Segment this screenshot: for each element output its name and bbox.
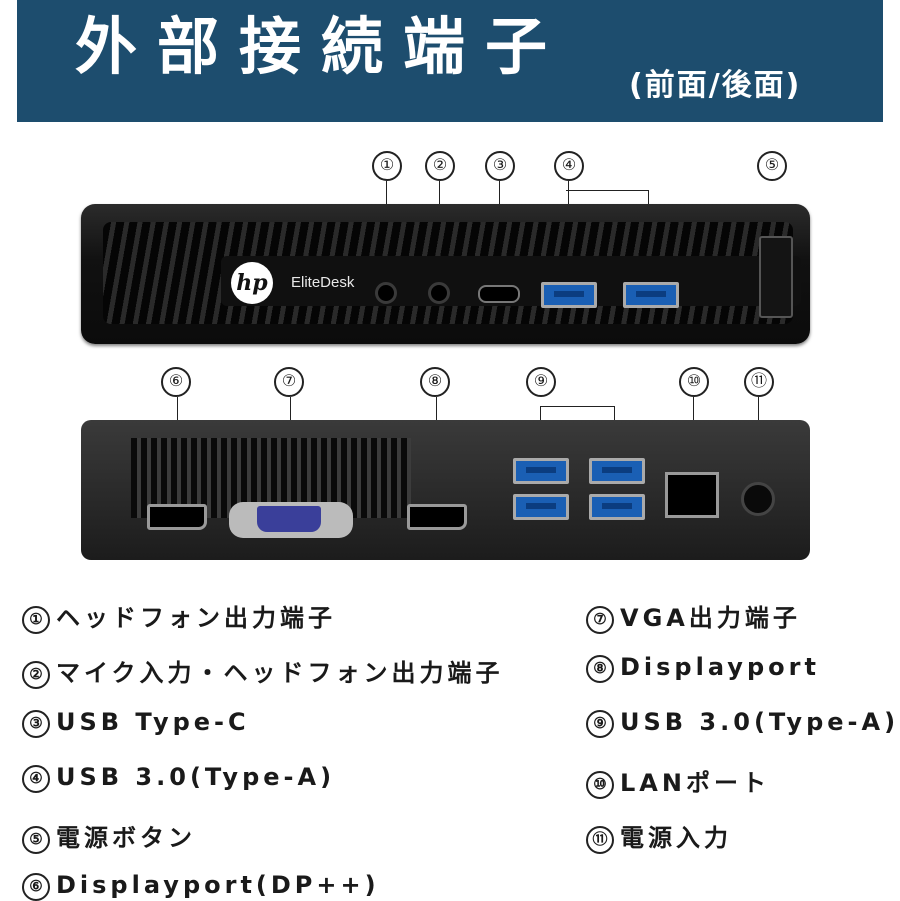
usb-a-port-front-1	[541, 282, 597, 308]
callout-2: ②	[425, 151, 455, 181]
displayport-dp-plus-port	[147, 504, 207, 530]
callout-4: ④	[554, 151, 584, 181]
usb-a-port-back-4	[589, 494, 645, 520]
callout-8: ⑧	[420, 367, 450, 397]
callout-6: ⑥	[161, 367, 191, 397]
header-banner: 外部接続端子 (前面/後面)	[17, 0, 883, 122]
callout-7: ⑦	[274, 367, 304, 397]
usb-c-port	[478, 285, 520, 303]
usb-a-port-back-1	[513, 458, 569, 484]
page-title: 外部接続端子	[75, 10, 568, 83]
usb-a-port-front-2	[623, 282, 679, 308]
leader-line	[566, 190, 648, 191]
vga-port	[229, 502, 353, 538]
dc-power-input	[741, 482, 775, 516]
leader-line	[540, 406, 615, 407]
usb-a-port-back-2	[513, 494, 569, 520]
back-panel	[81, 420, 810, 560]
hp-logo: hp	[231, 262, 273, 304]
power-button	[759, 236, 793, 318]
headphone-jack	[375, 282, 397, 304]
callout-9: ⑨	[526, 367, 556, 397]
callout-5: ⑤	[757, 151, 787, 181]
model-name: EliteDesk	[291, 274, 355, 291]
page-subtitle: (前面/後面)	[629, 68, 802, 103]
callout-11: ⑪	[744, 367, 774, 397]
callout-1: ①	[372, 151, 402, 181]
callout-10: ⑩	[679, 367, 709, 397]
displayport-port	[407, 504, 467, 530]
usb-a-port-back-3	[589, 458, 645, 484]
mic-headphone-jack	[428, 282, 450, 304]
front-panel: hp EliteDesk	[81, 204, 810, 344]
lan-port	[665, 472, 719, 518]
callout-3: ③	[485, 151, 515, 181]
